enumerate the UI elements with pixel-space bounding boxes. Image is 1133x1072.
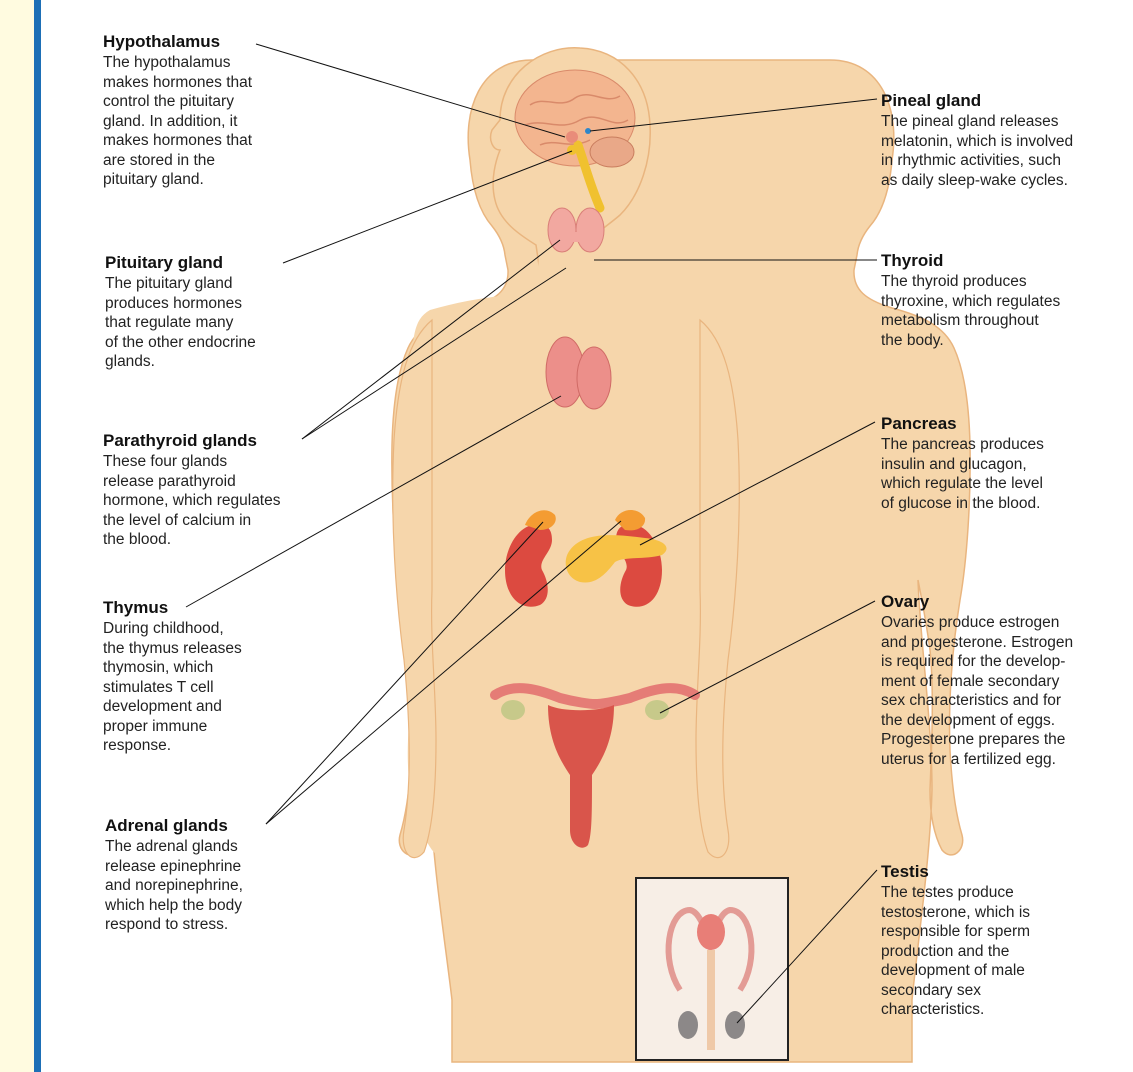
pituitary-description: The pituitary gland produces hormones th… <box>105 274 345 372</box>
hypothalamus-title: Hypothalamus <box>103 32 343 52</box>
adrenal-label: Adrenal glands The adrenal glands releas… <box>105 816 345 935</box>
pituitary-label: Pituitary gland The pituitary gland prod… <box>105 253 345 372</box>
ovary-label: Ovary Ovaries produce estrogen and proge… <box>881 592 1121 769</box>
ovary-description: Ovaries produce estrogen and progesteron… <box>881 613 1121 769</box>
inset-right-testis <box>725 1011 745 1039</box>
thyroid-right-lobe <box>576 208 604 252</box>
pancreas-label: Pancreas The pancreas produces insulin a… <box>881 414 1121 513</box>
hypothalamus-dot <box>566 131 578 143</box>
testis-title: Testis <box>881 862 1121 882</box>
thymus-description: During childhood, the thymus releases th… <box>103 619 343 756</box>
pineal-description: The pineal gland releases melatonin, whi… <box>881 112 1121 190</box>
thymus-label: Thymus During childhood, the thymus rele… <box>103 598 343 756</box>
parathyroid-description: These four glands release parathyroid ho… <box>103 452 343 550</box>
thyroid-title: Thyroid <box>881 251 1121 271</box>
thymus-title: Thymus <box>103 598 343 618</box>
thyroid-description: The thyroid produces thyroxine, which re… <box>881 272 1121 350</box>
inset-bladder <box>697 914 725 950</box>
left-arm-shape <box>393 320 436 858</box>
parathyroid-title: Parathyroid glands <box>103 431 343 451</box>
testis-description: The testes produce testosterone, which i… <box>881 883 1121 1020</box>
male-inset <box>636 878 788 1060</box>
adrenal-title: Adrenal glands <box>105 816 345 836</box>
thymus-right-lobe <box>577 347 611 409</box>
pituitary-title: Pituitary gland <box>105 253 345 273</box>
pancreas-description: The pancreas produces insulin and glucag… <box>881 435 1121 513</box>
cerebellum-shape <box>590 137 634 167</box>
inset-left-testis <box>678 1011 698 1039</box>
thyroid-label: Thyroid The thyroid produces thyroxine, … <box>881 251 1121 350</box>
adrenal-description: The adrenal glands release epinephrine a… <box>105 837 345 935</box>
hypothalamus-label: Hypothalamus The hypothalamus makes horm… <box>103 32 343 190</box>
left-ovary-shape <box>501 700 525 720</box>
pancreas-title: Pancreas <box>881 414 1121 434</box>
pituitary-dot <box>567 145 577 155</box>
hypothalamus-description: The hypothalamus makes hormones that con… <box>103 53 343 190</box>
thyroid-isthmus <box>566 232 586 242</box>
parathyroid-label: Parathyroid glands These four glands rel… <box>103 431 343 550</box>
pineal-title: Pineal gland <box>881 91 1121 111</box>
ovary-title: Ovary <box>881 592 1121 612</box>
pineal-label: Pineal gland The pineal gland releases m… <box>881 91 1121 190</box>
testis-label: Testis The testes produce testosterone, … <box>881 862 1121 1020</box>
